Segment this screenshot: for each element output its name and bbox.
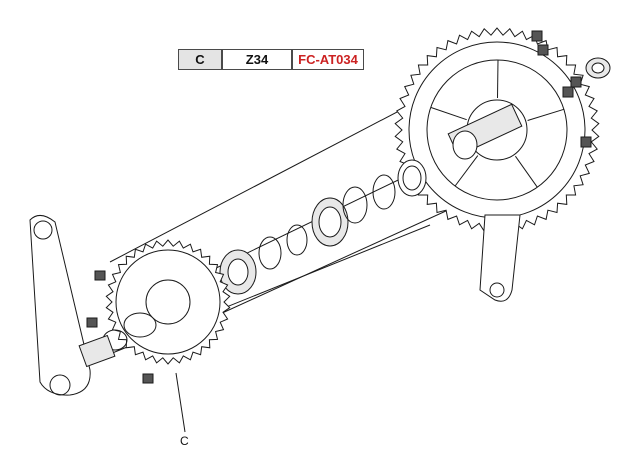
- header-teeth-cell: Z34: [222, 49, 292, 70]
- bottom-bracket-shell: [311, 197, 349, 247]
- retaining-ring: [342, 186, 368, 224]
- chainring-bolts-right: [531, 30, 592, 148]
- chainring-spoke: [430, 106, 467, 121]
- callout-label: C: [180, 434, 189, 448]
- crank-spindle: [447, 103, 523, 160]
- header-part-number-cell: FC-AT034: [292, 49, 364, 70]
- snap-ring: [372, 174, 396, 210]
- chainring-spoke: [454, 155, 479, 187]
- left-crank-arm: [29, 215, 116, 396]
- small-chainring: [105, 239, 231, 365]
- bottom-bracket-cup-right: [397, 159, 427, 197]
- chainring-spoke: [497, 59, 499, 99]
- callout-leader-line: [175, 372, 186, 433]
- crank-bolt: [585, 57, 611, 79]
- header-code-cell: C: [178, 49, 222, 70]
- chainring-spoke: [527, 108, 565, 121]
- chainring-bolts-left: [86, 270, 154, 384]
- bottom-bracket-cup-left: [219, 249, 257, 295]
- o-rings: [258, 224, 308, 270]
- chainring-spoke: [514, 155, 538, 188]
- right-crank-arm: [479, 214, 521, 302]
